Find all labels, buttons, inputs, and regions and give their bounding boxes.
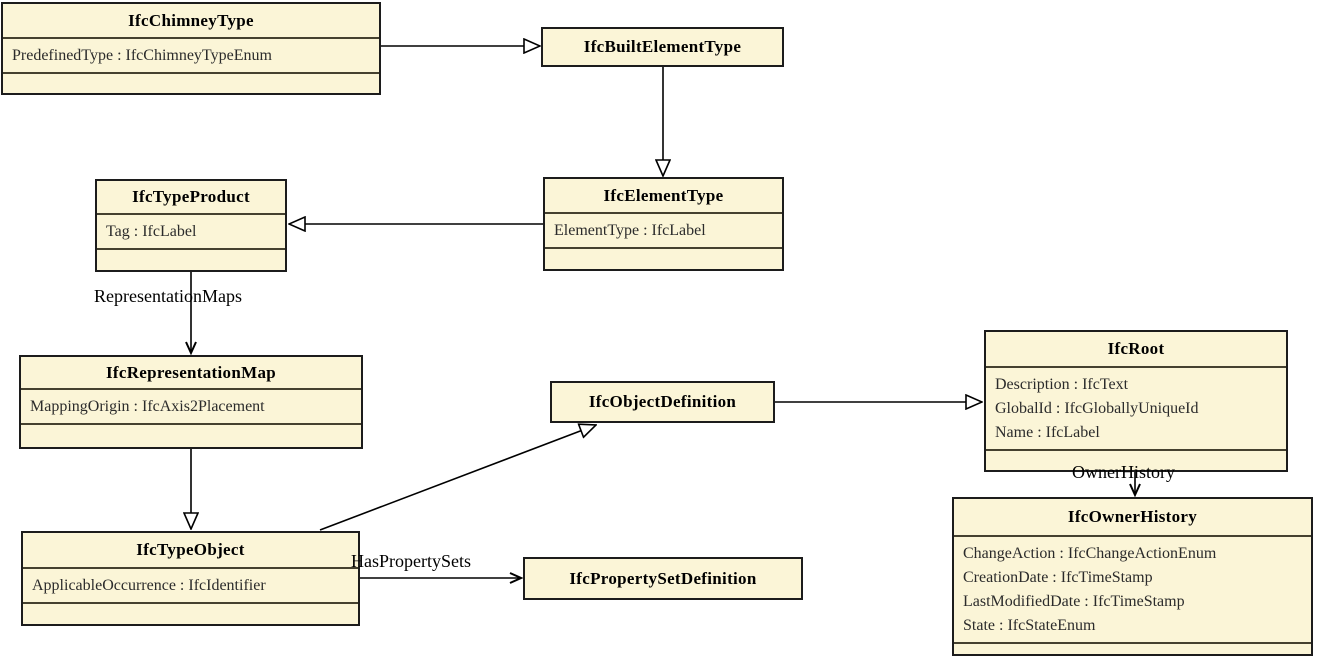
attributes-compartment: Description : IfcText GlobalId : IfcGlob… — [986, 366, 1286, 449]
attributes-compartment: ElementType : IfcLabel — [545, 212, 782, 247]
class-title: IfcRoot — [1107, 339, 1165, 358]
attribute-line: CreationDate : IfcTimeStamp — [963, 569, 1153, 586]
operations-compartment — [21, 423, 361, 447]
attribute-line: LastModifiedDate : IfcTimeStamp — [963, 593, 1185, 610]
class-box-ifctypeproduct: IfcTypeProduct Tag : IfcLabel — [95, 179, 287, 272]
class-box-ifcpropertysetdefinition: IfcPropertySetDefinition — [523, 557, 803, 600]
class-title: IfcObjectDefinition — [588, 392, 737, 411]
attribute-line: Tag : IfcLabel — [106, 223, 197, 240]
attribute-line: Name : IfcLabel — [995, 424, 1100, 441]
attribute-line: ElementType : IfcLabel — [554, 222, 706, 239]
class-box-ifctypeobject: IfcTypeObject ApplicableOccurrence : Ifc… — [21, 531, 360, 626]
attributes-compartment: PredefinedType : IfcChimneyTypeEnum — [3, 37, 379, 72]
attribute-line: ApplicableOccurrence : IfcIdentifier — [32, 577, 266, 594]
class-box-ifcrepresentationmap: IfcRepresentationMap MappingOrigin : Ifc… — [19, 355, 363, 449]
class-title: IfcElementType — [603, 185, 724, 205]
edge-label-representationmaps: RepresentationMaps — [94, 286, 242, 306]
class-box-ifcroot: IfcRoot Description : IfcText GlobalId :… — [984, 330, 1288, 472]
operations-compartment — [545, 247, 782, 269]
attributes-compartment: MappingOrigin : IfcAxis2Placement — [21, 388, 361, 423]
operations-compartment — [23, 602, 358, 624]
class-box-ifcobjectdefinition: IfcObjectDefinition — [550, 381, 775, 423]
class-title: IfcPropertySetDefinition — [569, 568, 757, 588]
edge-label-haspropertysets: HasPropertySets — [351, 551, 471, 571]
operations-compartment — [97, 248, 285, 270]
class-title: IfcBuiltElementType — [583, 37, 742, 56]
class-box-ifcownerhistory: IfcOwnerHistory ChangeAction : IfcChange… — [952, 497, 1313, 656]
operations-compartment — [954, 642, 1311, 654]
class-title: IfcChimneyType — [128, 10, 254, 30]
attribute-line: GlobalId : IfcGloballyUniqueId — [995, 400, 1199, 417]
class-box-ifcelementtype: IfcElementType ElementType : IfcLabel — [543, 177, 784, 271]
attributes-compartment: Tag : IfcLabel — [97, 213, 285, 248]
attribute-line: MappingOrigin : IfcAxis2Placement — [30, 398, 265, 415]
class-box-ifcchimneytype: IfcChimneyType PredefinedType : IfcChimn… — [1, 2, 381, 95]
edge-label-ownerhistory: OwnerHistory — [1072, 462, 1175, 482]
class-box-ifcbuiltelementtype: IfcBuiltElementType — [541, 27, 784, 67]
attributes-compartment: ApplicableOccurrence : IfcIdentifier — [23, 567, 358, 602]
attribute-line: PredefinedType : IfcChimneyTypeEnum — [12, 47, 272, 64]
attributes-compartment: ChangeAction : IfcChangeActionEnum Creat… — [954, 535, 1311, 642]
operations-compartment — [3, 72, 379, 93]
class-title: IfcRepresentationMap — [106, 362, 276, 382]
operations-compartment — [986, 449, 1286, 470]
class-title: IfcTypeProduct — [132, 187, 250, 206]
class-title: IfcOwnerHistory — [1067, 507, 1198, 526]
attribute-line: ChangeAction : IfcChangeActionEnum — [963, 545, 1217, 562]
attribute-line: State : IfcStateEnum — [963, 617, 1096, 634]
class-title: IfcTypeObject — [136, 540, 245, 559]
attribute-line: Description : IfcText — [995, 376, 1129, 393]
